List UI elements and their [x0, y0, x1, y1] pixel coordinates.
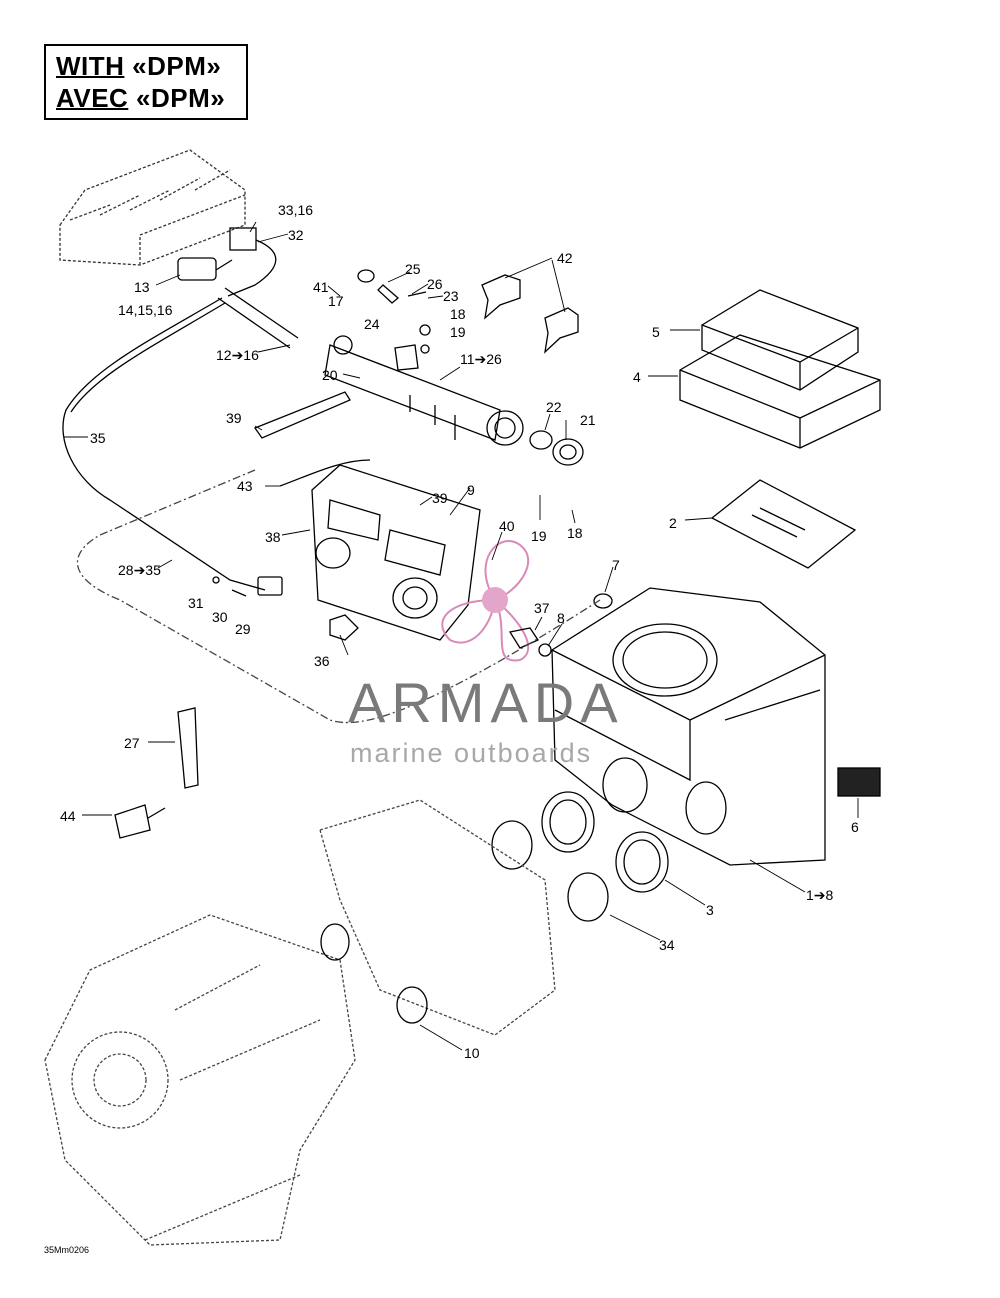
part-label: 11➔26 — [460, 351, 502, 367]
part-label: 27 — [124, 735, 140, 751]
vent-hose — [217, 287, 299, 349]
part-label: 43 — [237, 478, 253, 494]
intake-adapters — [491, 791, 669, 922]
watermark-propeller — [441, 540, 530, 662]
watermark-tagline: marine outboards — [350, 738, 593, 768]
part-label: 39 — [226, 410, 242, 426]
part-label: 3 — [706, 902, 714, 918]
title-line-french: AVEC «DPM» — [56, 83, 225, 114]
leader-lines — [64, 221, 859, 1051]
part-label: 30 — [212, 609, 228, 625]
engine-and-mount-outline — [44, 799, 556, 1246]
drawing-code: 35Mm0206 — [44, 1245, 90, 1255]
part-label: 37 — [534, 600, 550, 616]
part-label: 29 — [235, 621, 251, 637]
part-label: 44 — [60, 808, 76, 824]
hose-clips — [481, 274, 579, 354]
part-label: 6 — [851, 819, 859, 835]
part-label: 22 — [546, 399, 562, 415]
part-label: 35 — [90, 430, 106, 446]
part-label: 19 — [531, 528, 547, 544]
part-label: 2 — [669, 515, 677, 531]
carb-clamps — [320, 923, 428, 1024]
air-filter-stack — [679, 289, 881, 449]
part-label: 24 — [364, 316, 380, 332]
part-label: 36 — [314, 653, 330, 669]
part-label: 13 — [134, 279, 150, 295]
part-label: 42 — [557, 250, 573, 266]
fuel-rail — [324, 335, 524, 446]
seal-and-cap — [529, 430, 584, 466]
part-label: 18 — [450, 306, 466, 322]
part-label: 32 — [288, 227, 304, 243]
watermark-brand: ARMADA — [348, 671, 624, 734]
adapters — [329, 593, 613, 657]
part-label: 8 — [557, 610, 565, 626]
air-intake-silencer-outline — [59, 149, 246, 266]
sensor-assembly — [177, 227, 277, 297]
part-label: 7 — [612, 557, 620, 573]
carburetor-assembly — [311, 464, 481, 641]
filter-plate — [710, 479, 857, 569]
leader-loop — [76, 469, 601, 724]
title-word-with: WITH — [56, 51, 125, 81]
warning-decal — [837, 767, 881, 797]
part-label: 5 — [652, 324, 660, 340]
air-silencer-box — [551, 587, 826, 866]
part-label: 12➔16 — [216, 347, 259, 363]
part-label: 18 — [567, 525, 583, 541]
part-label: 31 — [188, 595, 204, 611]
throttle-cable — [62, 297, 266, 591]
fuel-fittings — [357, 269, 431, 354]
part-label: 10 — [464, 1045, 480, 1061]
part-label: 23 — [443, 288, 459, 304]
part-label: 19 — [450, 324, 466, 340]
part-label: 38 — [265, 529, 281, 545]
title-line-english: WITH «DPM» — [56, 51, 221, 82]
tps-connector — [212, 576, 283, 597]
part-label: 41 — [313, 279, 329, 295]
title-dpm-2: «DPM» — [128, 83, 226, 113]
part-label: 4 — [633, 369, 641, 385]
part-label: 9 — [467, 482, 475, 498]
part-label: 26 — [427, 276, 443, 292]
part-label: 28➔35 — [118, 562, 161, 578]
title-dpm-1: «DPM» — [124, 51, 222, 81]
part-label: 1➔8 — [806, 887, 834, 903]
part-label: 33,16 — [278, 202, 314, 218]
part-label: 34 — [659, 937, 675, 953]
part-label: 20 — [322, 367, 338, 383]
part-label: 39 — [432, 490, 448, 506]
part-label: 14,15,16 — [118, 302, 173, 318]
title-word-avec: AVEC — [56, 83, 129, 113]
part-label: 17 — [328, 293, 344, 309]
part-label: 21 — [580, 412, 596, 428]
variant-title-box: WITH «DPM» AVEC «DPM» — [44, 44, 248, 120]
part-label: 25 — [405, 261, 421, 277]
vent-tubes — [253, 391, 371, 487]
part-label: 40 — [499, 518, 515, 534]
brackets — [114, 707, 199, 839]
